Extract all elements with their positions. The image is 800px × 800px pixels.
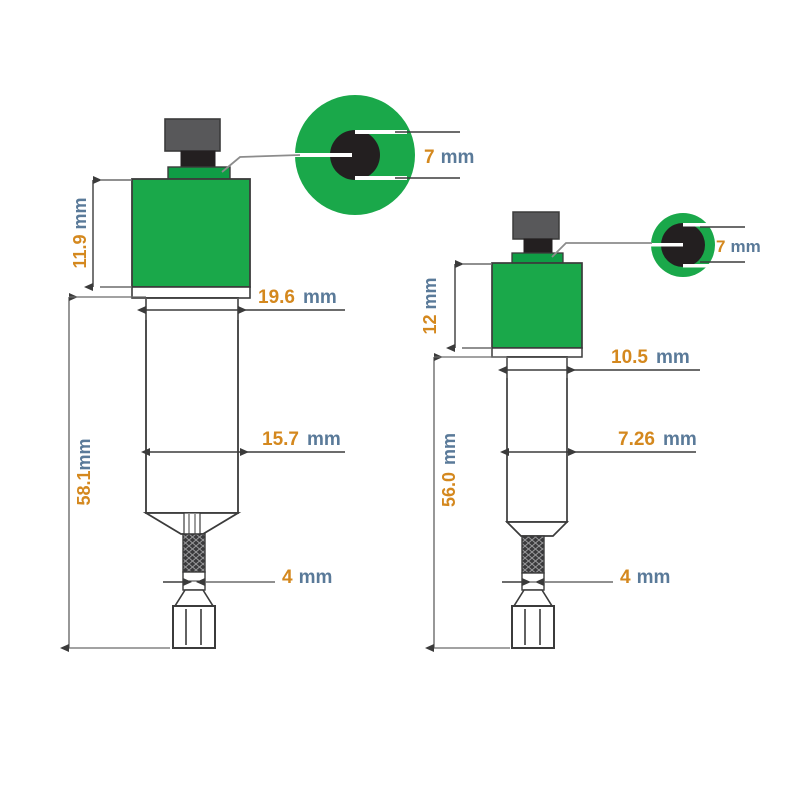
left-barrel bbox=[145, 297, 239, 514]
left-cap-gray bbox=[164, 118, 221, 152]
left-end-cap bbox=[172, 605, 216, 649]
left-body-green bbox=[131, 178, 251, 288]
right-overall-label: 56.0mm bbox=[439, 433, 459, 507]
right-knurled-shaft bbox=[521, 535, 545, 574]
right-detail-tick-top bbox=[683, 223, 715, 227]
right-shoulder-taper bbox=[504, 521, 570, 537]
left-taper-slot-block bbox=[183, 512, 201, 535]
left-knurled-shaft bbox=[182, 533, 206, 573]
right-detail-leader bbox=[551, 242, 652, 258]
left-detail-leader bbox=[221, 154, 301, 173]
right-body-height-label: 12mm bbox=[420, 277, 440, 334]
right-body-green bbox=[491, 262, 583, 349]
left-flange bbox=[131, 286, 251, 299]
right-end-cap bbox=[511, 605, 555, 649]
left-detail-circle-bore bbox=[330, 130, 380, 180]
right-detail-tick-bottom bbox=[683, 264, 715, 268]
right-barrel bbox=[506, 356, 568, 523]
left-detail-tick-left bbox=[290, 153, 352, 157]
right-detail-tick-left bbox=[645, 243, 683, 247]
left-body-height-label: 11.9mm bbox=[70, 197, 90, 268]
left-detail-tick-bottom bbox=[355, 176, 407, 180]
left-collar-green bbox=[167, 166, 231, 180]
left-overall-label: 58.1mm bbox=[74, 438, 94, 505]
right-cap-gray bbox=[512, 211, 560, 240]
right-flange bbox=[491, 347, 583, 358]
left-detail-tick-top bbox=[355, 130, 407, 134]
